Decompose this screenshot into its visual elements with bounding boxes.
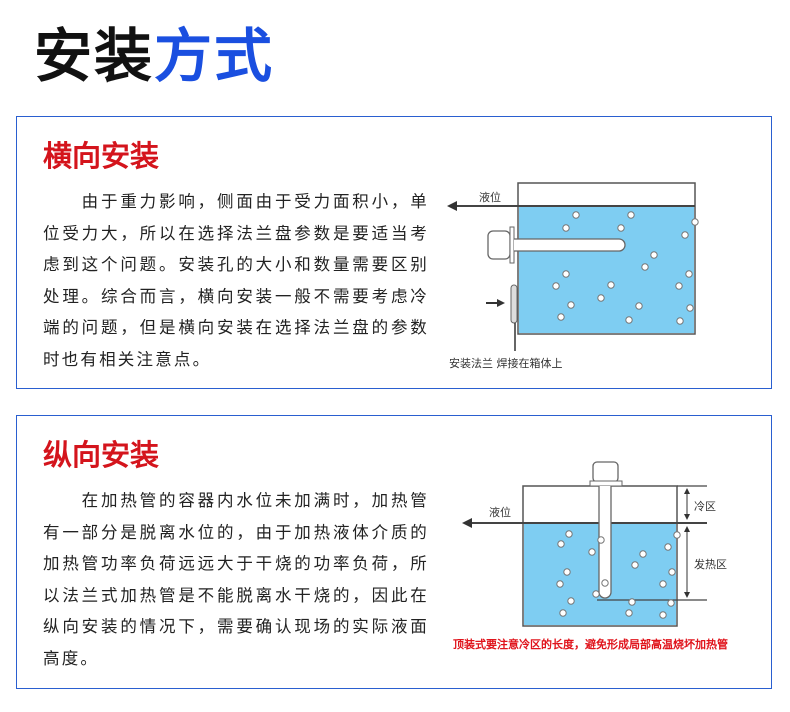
section-body: 在加热管的容器内水位未加满时，加热管有一部分是脱离水位的，由于加热液体介质的加热…: [43, 491, 429, 668]
bubble: [673, 531, 681, 539]
bubble: [641, 263, 649, 271]
bubble: [557, 313, 565, 321]
bubble: [675, 282, 683, 290]
bubble: [668, 568, 676, 576]
bubbles: [552, 211, 699, 325]
level-label: 液位: [489, 505, 511, 519]
bubble: [592, 590, 600, 598]
arrow-head: [684, 488, 690, 494]
arrow-left-icon: [462, 518, 472, 528]
bubble: [639, 550, 647, 558]
section-heading: 横向安装: [43, 139, 160, 173]
weld-flange: [510, 284, 518, 324]
section-heading: 纵向安装: [43, 438, 160, 472]
arrow-head: [684, 592, 690, 598]
arrow-head: [684, 526, 690, 532]
bubble: [664, 543, 672, 551]
cold-zone-label: 冷区: [694, 500, 716, 513]
bubble: [681, 231, 689, 239]
bubble: [635, 302, 643, 310]
bubble: [686, 304, 694, 312]
arrow-left-icon: [447, 201, 457, 211]
bubble: [588, 548, 596, 556]
bubble: [631, 561, 639, 569]
bubble: [567, 301, 575, 309]
bubble: [563, 568, 571, 576]
heater-head: [592, 461, 619, 483]
vertical-install-diagram: 液位 冷区 发热区 顶装式要注意冷区的长度，避免形成局部高温烧坏加热管: [453, 461, 728, 651]
diagram-caption: 顶装式要注意冷区的长度，避免形成局部高温烧坏加热管: [453, 637, 728, 651]
bubble: [557, 540, 565, 548]
heater-tube: [514, 238, 626, 252]
bubble: [676, 317, 684, 325]
bubble: [685, 270, 693, 278]
heater-head: [487, 230, 511, 260]
bubble: [567, 597, 575, 605]
flange: [509, 226, 515, 264]
bubble: [625, 316, 633, 324]
bubble: [597, 536, 605, 544]
bubble: [556, 580, 564, 588]
level-label: 液位: [479, 190, 501, 204]
heat-zone-label: 发热区: [694, 557, 727, 571]
bubble: [562, 224, 570, 232]
bubble: [601, 579, 609, 587]
bubble: [667, 599, 675, 607]
bubble: [565, 530, 573, 538]
bubble: [559, 609, 567, 617]
bubble: [597, 294, 605, 302]
bubble: [627, 211, 635, 219]
bubble: [659, 580, 667, 588]
bubble: [628, 598, 636, 606]
bubble: [617, 224, 625, 232]
bubble: [552, 282, 560, 290]
bubble: [650, 251, 658, 259]
arrow-head: [497, 299, 505, 307]
horizontal-install-section: 横向安装 由于重力影响，侧面由于受力面积小，单位受力大，所以在选择法兰盘参数是要…: [16, 116, 772, 389]
diagram-caption: 安装法兰 焊接在箱体上: [449, 356, 563, 370]
bubble: [691, 218, 699, 226]
page-title: 安装方式: [34, 22, 275, 90]
horizontal-install-diagram: 液位 安装法兰 焊接在箱体上: [447, 182, 699, 370]
bubble: [562, 270, 570, 278]
bubble: [625, 609, 633, 617]
vertical-install-section: 纵向安装 在加热管的容器内水位未加满时，加热管有一部分是脱离水位的，由于加热液体…: [16, 415, 772, 689]
water: [519, 206, 694, 333]
bubbles: [556, 530, 681, 619]
arrow-head: [684, 514, 690, 520]
section-body: 由于重力影响，侧面由于受力面积小，单位受力大，所以在选择法兰盘参数是要适当考虑到…: [43, 192, 429, 369]
bubble: [659, 611, 667, 619]
bubble: [572, 211, 580, 219]
bubble: [607, 281, 615, 289]
flange: [589, 480, 623, 487]
